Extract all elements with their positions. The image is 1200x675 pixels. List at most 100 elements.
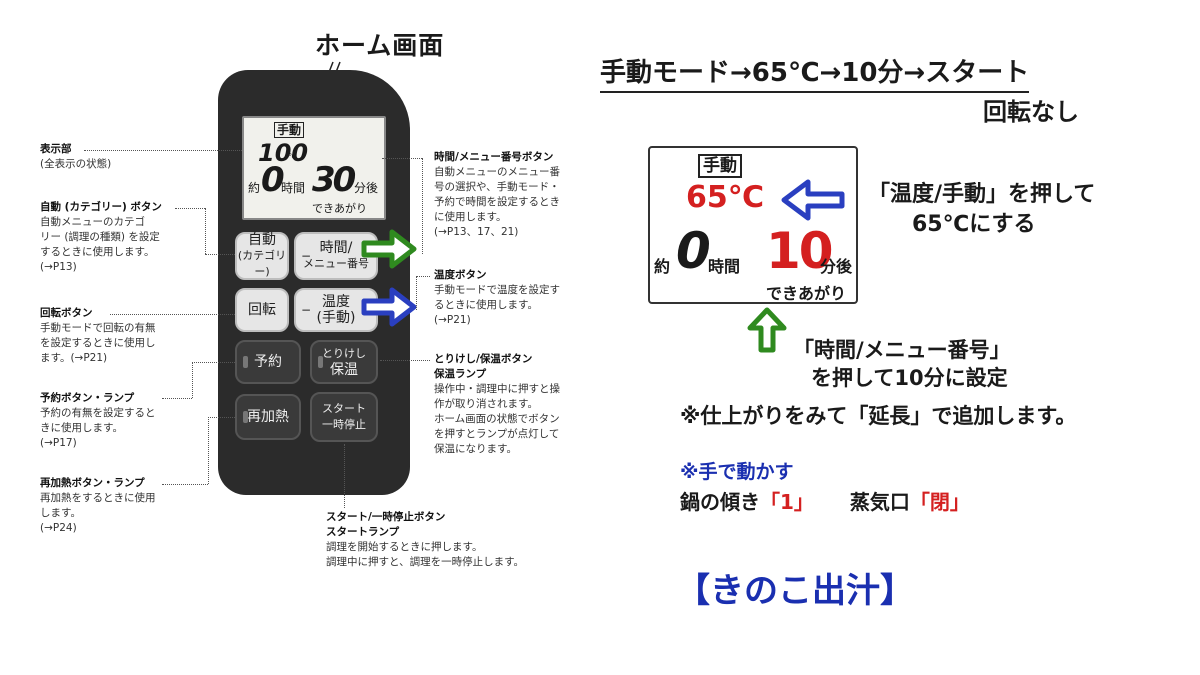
annotation-start-head2: スタートランプ	[326, 526, 400, 538]
setting-approx: 約	[654, 257, 671, 276]
leader-reserve	[162, 398, 192, 399]
reheat-lamp	[243, 411, 248, 423]
annotation-temp-line: (→P21)	[434, 314, 471, 326]
steam-vent-label: 蒸気口	[849, 490, 910, 514]
leader-rotate	[110, 314, 235, 315]
setting-mode: 手動	[698, 154, 742, 178]
time-button-label: 時間/	[319, 240, 353, 256]
rotate-button[interactable]: 回転	[235, 288, 289, 332]
temp-instruction-line2: 65℃にする	[912, 212, 1036, 237]
annotation-display-line: (全表示の状態)	[40, 158, 112, 170]
annotation-rotate-head: 回転ボタン	[40, 307, 93, 319]
display-minutes-label: 分後	[354, 181, 379, 195]
setting-display: 手動 65℃ 約 0 時間 10 分後 できあがり	[648, 146, 858, 304]
temp-instruction: 「温度/手動」を押して 65℃にする	[868, 180, 1095, 240]
time-instruction-line1: 「時間/メニュー番号」	[793, 338, 1011, 362]
start-pause-button[interactable]: スタート一時停止	[310, 392, 378, 442]
reheat-button[interactable]: 再加熱	[235, 394, 301, 440]
annotation-temp: 温度ボタン 手動モードで温度を設定す るときに使用します。 (→P21)	[434, 268, 560, 328]
leader-time-v	[422, 158, 423, 254]
annotation-start: スタート/一時停止ボタン スタートランプ 調理を開始するときに押します。 調理中…	[326, 510, 524, 570]
annotation-temp-line: るときに使用します。	[434, 299, 538, 311]
annotation-cancel-line: を押すとランプが点灯して	[434, 428, 560, 440]
leader-start-v	[344, 444, 345, 508]
setting-hours-label: 時間	[708, 257, 741, 276]
start-button-label: スタート	[322, 402, 366, 415]
annotation-reheat-head: 再加熱ボタン・ランプ	[40, 477, 145, 489]
display-done: できあがり	[312, 202, 367, 215]
annotation-cancel-head2: 保温ランプ	[434, 368, 487, 380]
cancel-keepwarm-button[interactable]: とりけし保温	[310, 340, 378, 384]
arrow-left-blue-icon	[781, 179, 845, 221]
time-menu-number-button[interactable]: − 時間/メニュー番号	[294, 232, 378, 280]
panel-display: 手動 100 ℃ 約 0 時間 30 分後 できあがり	[242, 116, 386, 220]
reserve-button-label: 予約	[254, 354, 282, 370]
procedure-subtitle: 回転なし	[983, 98, 1079, 126]
annotation-time-head: 時間/メニュー番号ボタン	[434, 151, 554, 163]
pause-button-label: 一時停止	[322, 418, 366, 431]
keepwarm-lamp	[318, 356, 323, 368]
manual-move-title: ※手で動かす	[680, 461, 794, 483]
keepwarm-button-label: 保温	[330, 362, 358, 378]
annotation-start-head: スタート/一時停止ボタン	[326, 511, 446, 523]
annotation-reserve-line: (→P17)	[40, 437, 77, 449]
annotation-display: 表示部 (全表示の状態)	[40, 142, 111, 172]
display-approx: 約	[248, 181, 261, 195]
reserve-button[interactable]: 予約	[235, 340, 301, 384]
annotation-auto-line: リー (調理の種類) を設定	[40, 231, 160, 243]
arrow-right-green-icon	[361, 229, 417, 269]
display-hours: 0	[261, 160, 285, 200]
annotation-display-head: 表示部	[40, 143, 72, 155]
annotation-auto: 自動 (カテゴリー) ボタン 自動メニューのカテゴ リー (調理の種類) を設定…	[40, 200, 162, 275]
time-button-sublabel: メニュー番号	[303, 257, 369, 270]
leader-auto-h	[205, 254, 235, 255]
annotation-reserve-line: きに使用します。	[40, 422, 123, 434]
annotation-auto-line: (→P13)	[40, 261, 77, 273]
minus-icon: −	[301, 249, 312, 263]
setting-temp: 65℃	[686, 180, 765, 215]
display-mode: 手動	[274, 122, 305, 138]
reheat-button-label: 再加熱	[247, 409, 289, 425]
annotation-start-line: 調理を開始するときに押します。	[326, 541, 483, 553]
annotation-reheat-line: します。	[40, 507, 81, 519]
annotation-reheat-line: 再加熱をするときに使用	[40, 492, 156, 504]
annotation-rotate-line: 手動モードで回転の有無	[40, 322, 156, 334]
annotation-time-line: 号の選択や、手動モード・	[434, 181, 560, 193]
auto-category-button[interactable]: 自動(カテゴリー)	[235, 232, 289, 280]
annotation-start-line: 調理中に押すと、調理を一時停止します。	[326, 556, 525, 568]
annotation-cancel-line: 作が取り消されます。	[434, 398, 538, 410]
cancel-button-label: とりけし	[322, 347, 366, 360]
annotation-reserve-line: 予約の有無を設定すると	[40, 407, 156, 419]
minus-icon: −	[301, 303, 312, 317]
leader-auto-v	[205, 208, 206, 254]
annotation-time-line: 自動メニューのメニュー番	[434, 166, 560, 178]
setting-done: できあがり	[766, 284, 847, 303]
temp-instruction-line1: 「温度/手動」を押して	[868, 182, 1096, 207]
arrow-right-blue-icon	[361, 287, 417, 327]
pot-tilt-label: 鍋の傾き	[680, 490, 760, 514]
annotation-temp-head: 温度ボタン	[434, 269, 487, 281]
leader-reserve-h	[192, 362, 235, 363]
arrow-up-green-icon	[747, 307, 787, 353]
leader-temp	[416, 276, 430, 277]
leader-display	[84, 150, 242, 151]
annotation-reheat: 再加熱ボタン・ランプ 再加熱をするときに使用 します。 (→P24)	[40, 476, 156, 536]
display-temp: 100	[258, 139, 309, 167]
annotation-auto-line: するときに使用します。	[40, 246, 155, 258]
annotation-cancel: とりけし/保温ボタン 保温ランプ 操作中・調理中に押すと操 作が取り消されます。…	[434, 352, 560, 457]
annotation-auto-line: 自動メニューのカテゴ	[40, 216, 145, 228]
leader-auto	[175, 208, 205, 209]
auto-button-sublabel: (カテゴリー)	[237, 249, 287, 278]
annotation-rotate-line: を設定するときに使用し	[40, 337, 156, 349]
annotation-rotate-line: ます。(→P21)	[40, 352, 108, 364]
home-screen-title: ホーム画面	[315, 31, 445, 60]
time-instruction-line2: を押して10分に設定	[811, 366, 1008, 390]
annotation-cancel-line: ホーム画面の状態でボタン	[434, 413, 560, 425]
annotation-reserve-head: 予約ボタン・ランプ	[40, 392, 135, 404]
annotation-time: 時間/メニュー番号ボタン 自動メニューのメニュー番 号の選択や、手動モード・ 予…	[434, 150, 560, 240]
annotation-rotate: 回転ボタン 手動モードで回転の有無 を設定するときに使用し ます。(→P21)	[40, 306, 156, 366]
display-hours-label: 時間	[281, 181, 306, 195]
steam-vent-value: 「閉」	[909, 490, 970, 514]
annotation-time-line: (→P13、17、21)	[434, 226, 519, 238]
annotation-time-line: に使用します。	[434, 211, 507, 223]
